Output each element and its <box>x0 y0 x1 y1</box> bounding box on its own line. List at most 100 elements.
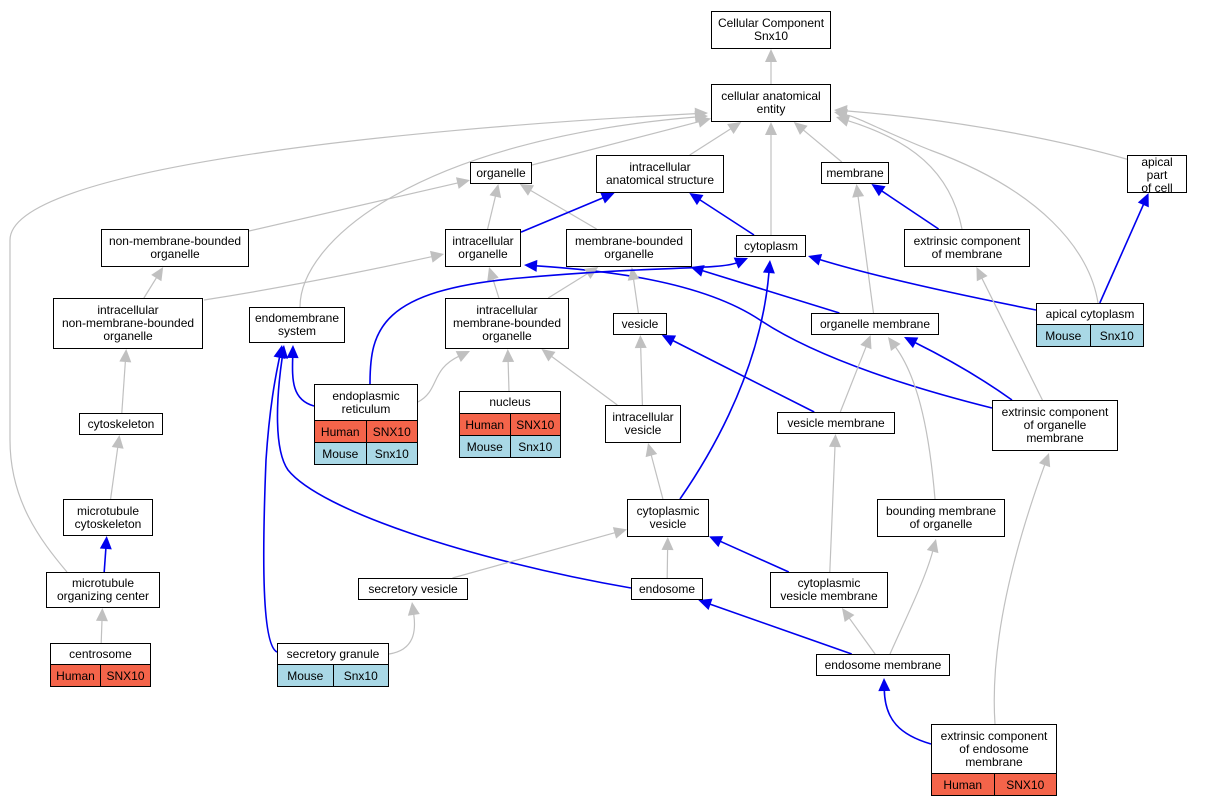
edge-er-to-cytoplasm-arrowhead <box>733 257 748 269</box>
edge-vesicle-membrane-to-vesicle <box>672 339 815 413</box>
edge-ecom-to-io-arrowhead <box>524 259 538 272</box>
edge-er-to-imbo <box>417 355 460 403</box>
edge-er-to-endomembrane <box>291 356 315 407</box>
node-label: cytoplasmic vesicle membrane <box>780 576 878 603</box>
node-microtubule-organizing-center[interactable]: microtubule organizing center <box>46 572 160 608</box>
node-vesicle[interactable]: vesicle <box>613 313 667 335</box>
node-intracellular-anatomical-structure[interactable]: intracellular anatomical structure <box>596 155 724 193</box>
node-label: Cellular Component Snx10 <box>717 16 825 43</box>
edge-endosome-membrane-to-cvm-arrowhead <box>841 608 855 623</box>
edge-vesicle-membrane-to-vesicle-arrowhead <box>661 335 677 347</box>
node-endosome[interactable]: endosome <box>631 578 703 600</box>
edge-membrane-to-cae <box>802 129 843 163</box>
edge-cvm-to-cvesicle-arrowhead <box>709 536 724 548</box>
edge-endosome-to-cvesicle-arrowhead <box>661 537 674 551</box>
node-label: vesicle <box>621 316 659 331</box>
node-label: nucleus <box>489 395 531 409</box>
edge-centrosome-to-mtoc-arrowhead <box>95 608 108 622</box>
edge-nucleus-to-imbo <box>507 360 510 392</box>
edge-io-to-organelle <box>487 195 497 230</box>
edge-organelle-membrane-to-membrane-arrowhead <box>852 184 865 198</box>
node-vesicle-membrane[interactable]: vesicle membrane <box>777 412 895 434</box>
edge-centrosome-to-mtoc <box>100 619 103 644</box>
edge-ecem-to-endosome-membrane-arrowhead <box>878 678 891 692</box>
node-label: non-membrane-bounded organelle <box>108 234 242 261</box>
node-membrane[interactable]: membrane <box>821 162 889 184</box>
node-cytoskeleton[interactable]: cytoskeleton <box>79 413 163 435</box>
edge-mtoc-to-mtc-arrowhead <box>99 536 112 550</box>
edge-inmbo-to-nmbo <box>143 276 158 299</box>
node-cellular-anatomical-entity[interactable]: cellular anatomical entity <box>711 84 831 122</box>
species-cell: Human <box>943 777 983 792</box>
node-endosome-membrane[interactable]: endosome membrane <box>816 654 950 676</box>
node-apical-part-of-cell[interactable]: apical part of cell <box>1127 155 1187 195</box>
node-extrinsic-component-of-endosome-membrane[interactable]: extrinsic component of endosome membrane… <box>931 724 1057 796</box>
edge-secretory-granule-to-secretory-vesicle <box>388 613 416 655</box>
edge-cvm-to-vesicle-membrane <box>829 445 836 573</box>
node-label: extrinsic component of organelle membran… <box>1001 405 1109 445</box>
edge-cytoskeleton-to-inmbo-arrowhead <box>119 349 132 363</box>
edge-endosome-membrane-to-endosome <box>709 603 852 655</box>
species-cell: Mouse <box>322 446 359 461</box>
edge-apical-cytoplasm-to-apical-part <box>1099 203 1145 304</box>
node-membrane-bounded-organelle[interactable]: membrane-bounded organelle <box>566 229 692 267</box>
node-intracellular-organelle[interactable]: intracellular organelle <box>445 229 521 267</box>
edge-ecm-to-membrane <box>880 190 940 230</box>
edge-membrane-to-cae-arrowhead <box>793 122 808 135</box>
node-endomembrane-system[interactable]: endomembrane system <box>249 307 345 343</box>
node-extrinsic-component-of-organelle-membrane[interactable]: extrinsic component of organelle membran… <box>992 400 1118 451</box>
gene-cell: Snx10 <box>332 665 389 686</box>
edge-io-to-organelle-arrowhead <box>489 184 502 199</box>
node-cytoplasmic-vesicle[interactable]: cytoplasmic vesicle <box>627 499 709 537</box>
edge-secretory-vesicle-to-cvesicle-arrowhead <box>612 527 627 539</box>
species-cell: Human <box>56 668 95 683</box>
node-organelle-membrane[interactable]: organelle membrane <box>811 313 939 335</box>
edge-secretory-granule-to-endomembrane-arrowhead <box>273 345 286 359</box>
edge-nmbo-to-organelle <box>248 182 459 232</box>
node-extrinsic-component-of-membrane[interactable]: extrinsic component of membrane <box>904 229 1030 267</box>
node-label: microtubule organizing center <box>56 576 150 603</box>
node-non-membrane-bounded-organelle[interactable]: non-membrane-bounded organelle <box>101 229 249 267</box>
edge-endosome-membrane-to-bmo-arrowhead <box>926 539 939 554</box>
node-intracellular-membrane-bounded-organelle[interactable]: intracellular membrane-bounded organelle <box>445 298 569 349</box>
species-cell: Human <box>320 424 360 439</box>
node-organelle[interactable]: organelle <box>470 162 532 184</box>
edge-io-to-ias <box>520 196 604 233</box>
edge-cvesicle-to-ivesicle-arrowhead <box>645 443 658 458</box>
node-label: organelle membrane <box>819 316 931 331</box>
node-label: bounding membrane of organelle <box>885 504 997 531</box>
node-intracellular-non-membrane-bounded-organelle[interactable]: intracellular non-membrane-bounded organ… <box>53 298 203 349</box>
edge-ecom-to-ecm-arrowhead <box>976 267 988 282</box>
edge-ias-to-cae-arrowhead <box>727 122 742 135</box>
node-cytoplasm[interactable]: cytoplasm <box>736 235 806 257</box>
node-cellular-component-root[interactable]: Cellular Component Snx10 <box>711 11 831 49</box>
edge-ecm-to-cae-arrowhead <box>836 115 851 127</box>
edge-ecem-to-ecom <box>993 464 1046 725</box>
edge-ecom-to-organelle-membrane-arrowhead <box>904 337 919 349</box>
edge-vesicle-membrane-to-organelle-membrane <box>839 345 867 413</box>
species-cell: Mouse <box>466 439 503 454</box>
edge-er-to-imbo-arrowhead <box>455 351 470 362</box>
node-secretory-vesicle[interactable]: secretory vesicle <box>358 578 468 600</box>
node-cytoplasmic-vesicle-membrane[interactable]: cytoplasmic vesicle membrane <box>770 572 888 608</box>
edge-mbo-to-organelle <box>529 189 597 230</box>
node-microtubule-cytoskeleton[interactable]: microtubule cytoskeleton <box>63 499 153 536</box>
node-label: organelle <box>476 165 526 180</box>
edge-inmbo-to-nmbo-arrowhead <box>151 267 164 282</box>
edge-endosome-membrane-to-cvm <box>848 617 876 655</box>
edge-cvesicle-to-ivesicle <box>650 454 664 500</box>
node-label: membrane-bounded organelle <box>574 234 684 261</box>
node-label: endomembrane system <box>254 311 340 338</box>
node-label: cellular anatomical entity <box>721 89 821 116</box>
node-bounding-membrane-of-organelle[interactable]: bounding membrane of organelle <box>877 499 1005 537</box>
node-intracellular-vesicle[interactable]: intracellular vesicle <box>605 405 681 443</box>
edge-ecem-to-endosome-membrane <box>883 689 932 745</box>
